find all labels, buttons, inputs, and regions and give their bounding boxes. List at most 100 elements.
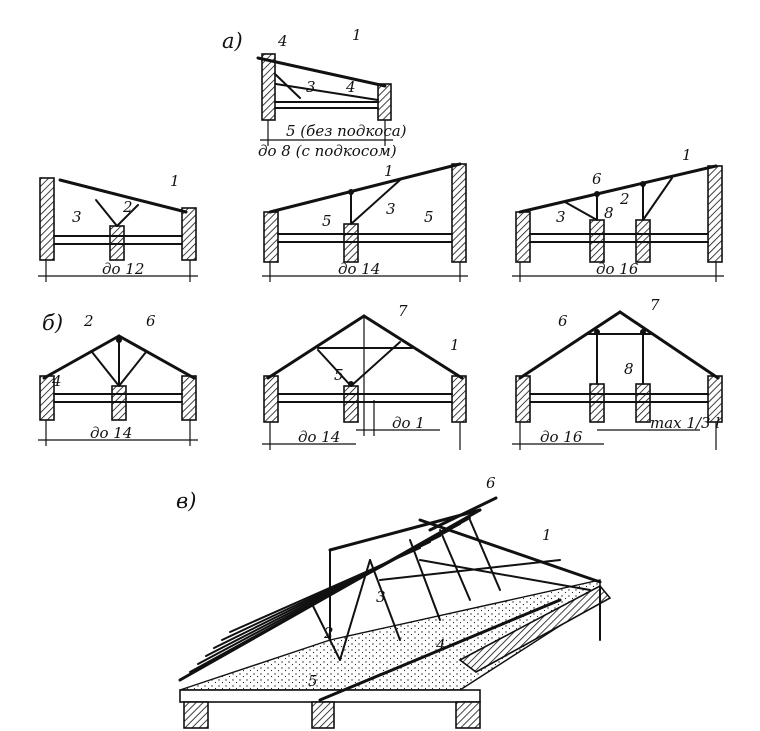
rafter bbox=[362, 314, 464, 380]
subfigure-b-label: б) bbox=[42, 311, 63, 335]
wall bbox=[343, 385, 359, 423]
callout: 4 bbox=[51, 372, 62, 390]
wall bbox=[515, 211, 531, 263]
subfigure-a2: 1 3 5 5 до 14 bbox=[262, 162, 468, 282]
callout: 6 bbox=[558, 312, 568, 330]
rafter bbox=[618, 310, 720, 380]
callout: 2 bbox=[323, 624, 334, 642]
subfigure-c-label: в) bbox=[176, 489, 196, 513]
wall bbox=[263, 375, 279, 423]
subfigure-b: б) 2 6 4 до 14 bbox=[38, 311, 198, 446]
dimension-label: до 14 bbox=[338, 260, 380, 278]
rafter bbox=[268, 162, 462, 214]
node bbox=[640, 181, 646, 187]
wall-plate bbox=[318, 598, 562, 702]
dimension-label: до 14 bbox=[90, 424, 132, 442]
dimension-label: до 16 bbox=[596, 260, 639, 278]
wall bbox=[39, 177, 55, 261]
subfigure-a: а) 4 1 3 4 5 (без подкоса) до 8 (с подко… bbox=[222, 26, 407, 160]
post bbox=[339, 559, 371, 661]
strut bbox=[369, 559, 401, 641]
strut bbox=[350, 179, 401, 225]
wall bbox=[455, 701, 481, 729]
tie-beam bbox=[379, 559, 561, 581]
rafter bbox=[117, 334, 196, 380]
rafter bbox=[58, 178, 188, 214]
callout: 1 bbox=[352, 26, 362, 44]
wall bbox=[707, 165, 723, 263]
strut bbox=[350, 341, 401, 387]
rafter bbox=[266, 314, 366, 380]
callout: 4 bbox=[435, 636, 446, 654]
node bbox=[116, 337, 122, 343]
subfigure-a1: 1 2 3 до 12 bbox=[38, 172, 198, 282]
wall bbox=[263, 211, 279, 263]
rafter bbox=[518, 310, 622, 380]
node bbox=[348, 381, 354, 387]
node bbox=[594, 329, 600, 335]
subfigure-c: в) 6 1 3 bbox=[176, 474, 612, 729]
rafter-lower bbox=[275, 83, 379, 101]
strut bbox=[317, 349, 352, 387]
subfigure-a-label: а) bbox=[222, 29, 243, 53]
strut bbox=[91, 351, 120, 387]
strut bbox=[564, 201, 598, 221]
callout: 8 bbox=[604, 204, 614, 222]
callout: 2 bbox=[122, 198, 133, 216]
wall bbox=[451, 163, 467, 263]
callout: 1 bbox=[170, 172, 180, 190]
callout: 7 bbox=[398, 302, 408, 320]
rafter bbox=[518, 164, 718, 214]
callout: 6 bbox=[592, 170, 602, 188]
callout: 3 bbox=[386, 200, 396, 218]
callout: 4 bbox=[277, 32, 288, 50]
callout: 6 bbox=[486, 474, 496, 492]
dimension-label: до 12 bbox=[102, 260, 144, 278]
strut bbox=[274, 73, 301, 99]
callout: 3 bbox=[306, 78, 316, 96]
callout: 1 bbox=[450, 336, 460, 354]
wall bbox=[311, 701, 335, 729]
rafter bbox=[256, 56, 387, 88]
wall bbox=[451, 375, 467, 423]
subfigure-b2: 7 1 5 до 14 до 1 bbox=[262, 302, 467, 450]
callout: 4 bbox=[345, 78, 356, 96]
callout: 5 bbox=[322, 212, 332, 230]
subfigure-b3: 6 7 8 до 16 max 1/3 l bbox=[512, 296, 723, 450]
callout: 5 bbox=[308, 672, 318, 690]
dimension-label: до 1 bbox=[392, 414, 425, 432]
ridge-board bbox=[428, 496, 498, 532]
strut bbox=[118, 351, 147, 387]
wall bbox=[515, 375, 531, 423]
node bbox=[640, 329, 646, 335]
callout: 3 bbox=[72, 208, 82, 226]
wall bbox=[377, 83, 392, 121]
strut bbox=[309, 599, 341, 661]
strut bbox=[642, 177, 673, 221]
callout: 1 bbox=[682, 146, 692, 164]
tie-beam bbox=[419, 559, 591, 591]
dimension-label: до 8 (с подкосом) bbox=[258, 142, 397, 160]
strut bbox=[439, 529, 471, 601]
strut bbox=[116, 204, 139, 227]
callout: 7 bbox=[650, 296, 660, 314]
callout: 3 bbox=[556, 208, 566, 226]
strut bbox=[409, 539, 441, 621]
callout: 2 bbox=[83, 312, 94, 330]
node bbox=[594, 191, 600, 197]
node bbox=[348, 189, 354, 195]
wall bbox=[181, 207, 197, 261]
eave-wall bbox=[458, 584, 612, 673]
callout: 8 bbox=[624, 360, 634, 378]
strut bbox=[469, 519, 501, 591]
callout: 3 bbox=[376, 588, 386, 606]
callout: 1 bbox=[542, 526, 552, 544]
batten bbox=[229, 547, 421, 633]
dimension-label: до 16 bbox=[540, 428, 583, 446]
callout: 1 bbox=[384, 162, 394, 180]
strut bbox=[95, 199, 118, 227]
dimension-label: max 1/3 l bbox=[650, 414, 720, 432]
dimension-label: до 14 bbox=[298, 428, 340, 446]
wall bbox=[181, 375, 197, 421]
callout: 2 bbox=[619, 190, 630, 208]
